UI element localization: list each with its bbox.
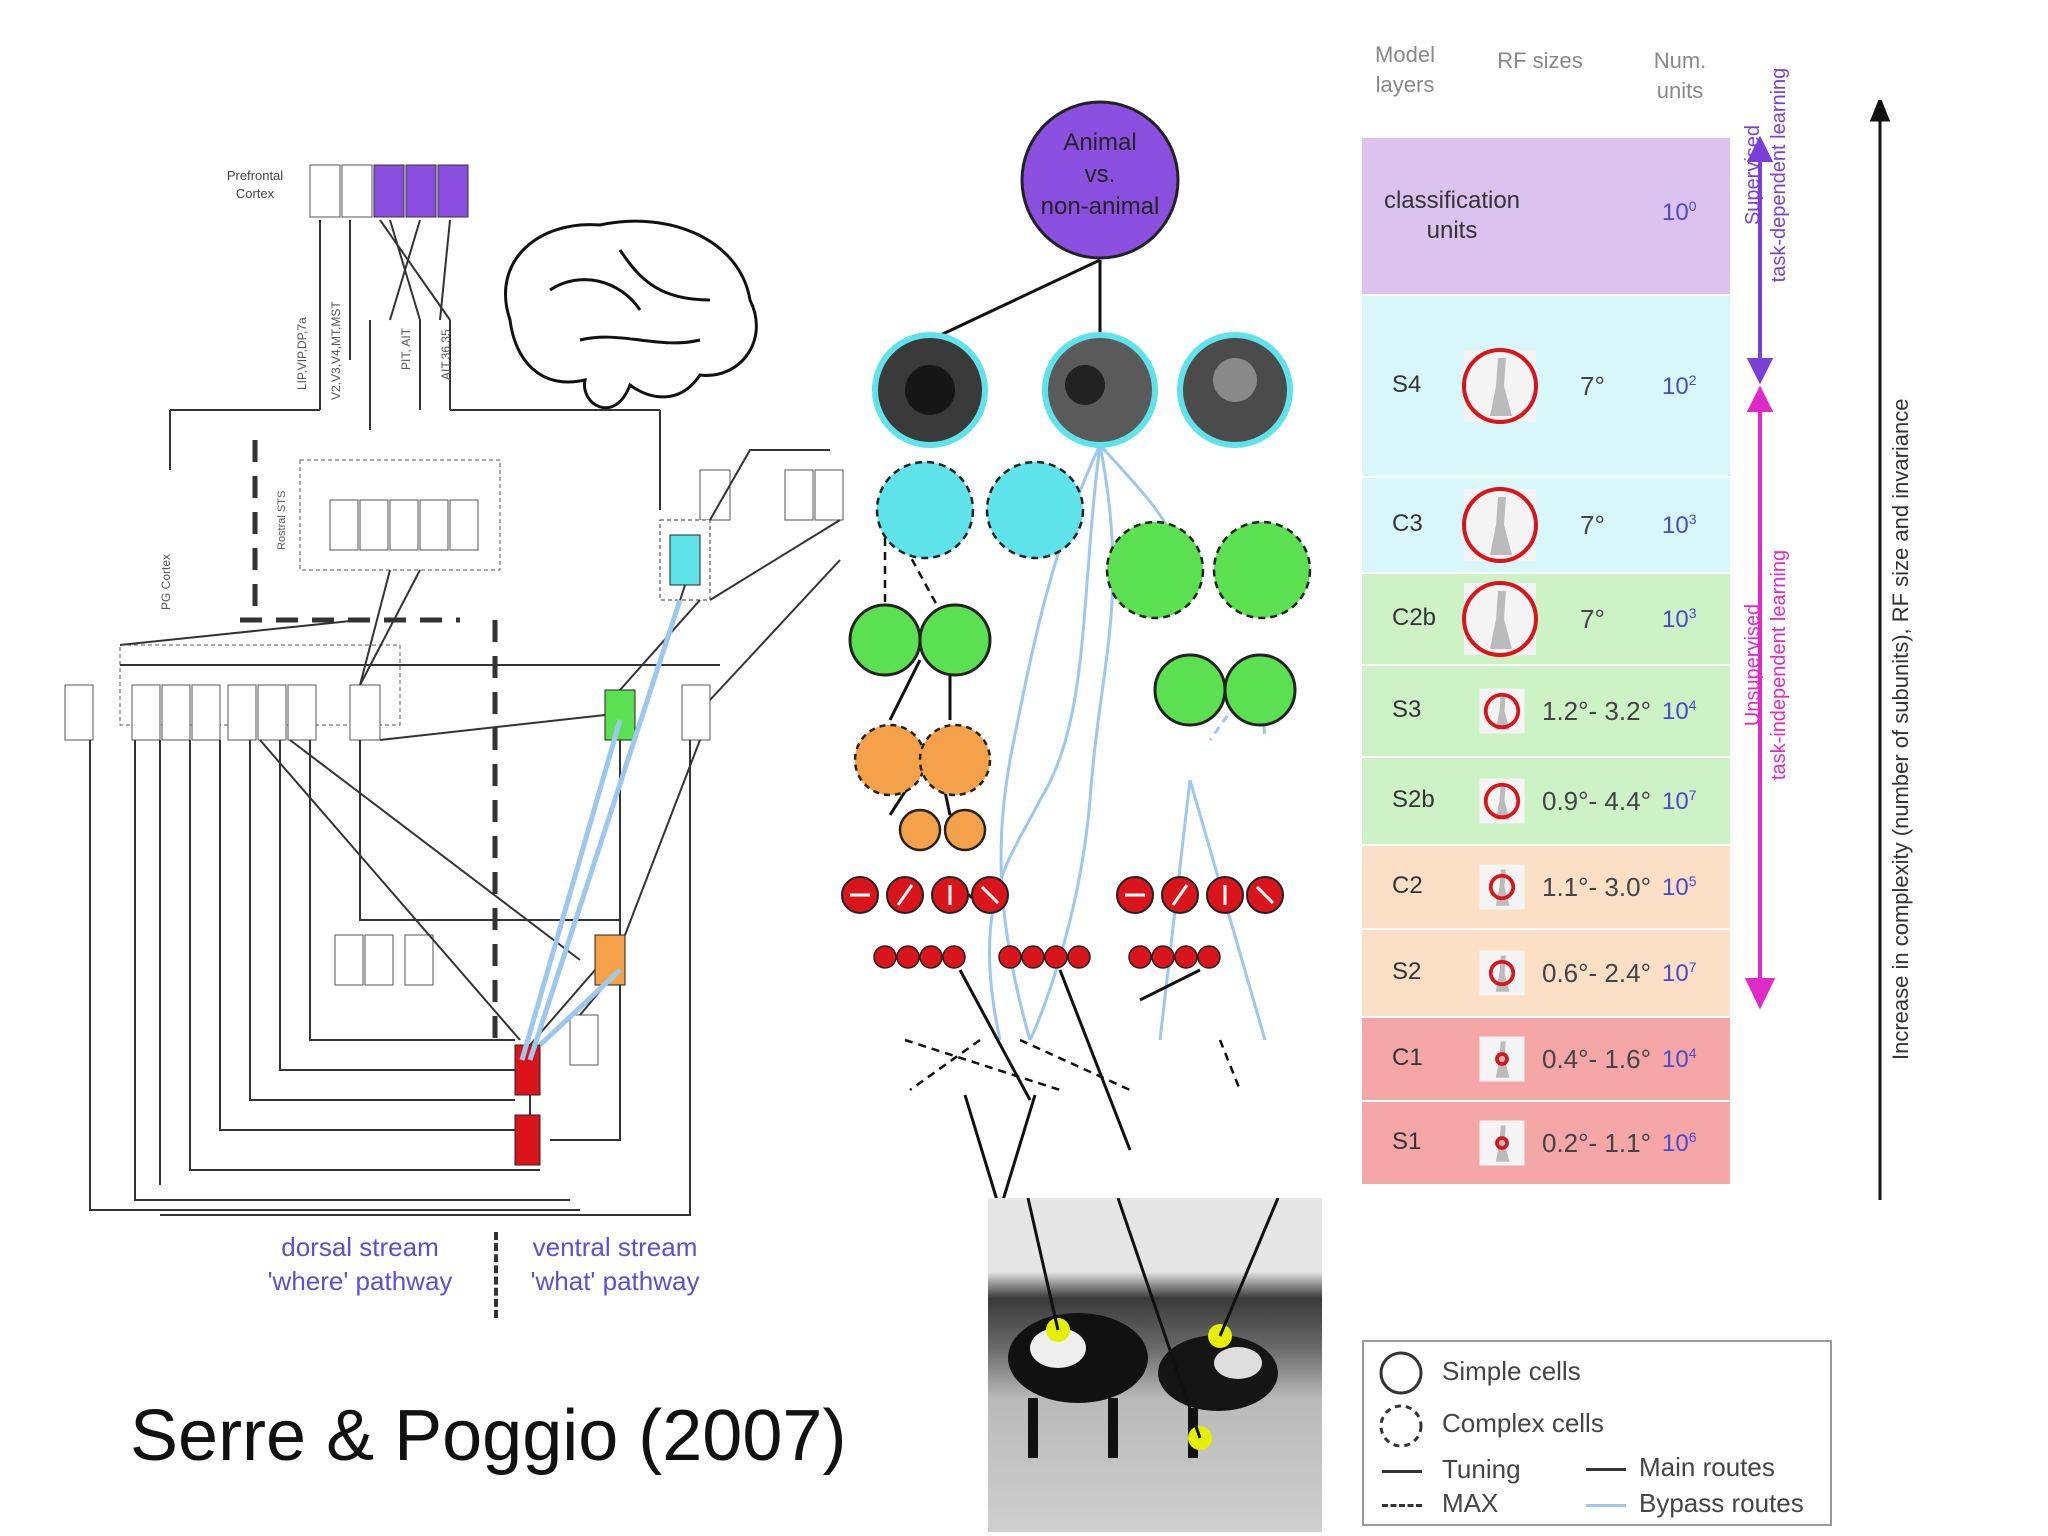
num-units: 107 (1662, 959, 1697, 987)
legend: Simple cells Complex cells Tuning MAX Ma… (1362, 1340, 1832, 1526)
s4-nodes (872, 332, 1293, 448)
layer-name: C1 (1392, 1044, 1423, 1071)
max-line-icon (1382, 1504, 1422, 1507)
row-c2: C2 1.1°- 3.0° 105 (1362, 846, 1730, 928)
tuning-line-icon (1382, 1470, 1422, 1473)
simple-cell-icon (1379, 1351, 1423, 1395)
layer-name: C2 (1392, 872, 1423, 899)
rf-size: 7° (1580, 510, 1605, 540)
increase-label: Increase in complexity (number of subuni… (1888, 398, 1913, 1060)
complex-cell-icon (1379, 1404, 1423, 1448)
label-pit: PIT, AIT (399, 327, 413, 370)
rf-icon (1479, 778, 1525, 824)
prefrontal-label: Prefrontal (227, 168, 283, 183)
row-classification: classification units 100 (1362, 138, 1730, 294)
svg-text:Cortex: Cortex (236, 186, 275, 201)
rf-icon (1479, 688, 1525, 734)
row-c2b: C2b 7° 103 (1362, 574, 1730, 664)
ventral-stream-label: ventral stream 'what' pathway (530, 1232, 700, 1296)
top-node-line2: vs. (1085, 161, 1116, 188)
unsupervised-label: Unsupervised task-independent learning (1742, 549, 1790, 781)
label-pg-cortex: PG Cortex (159, 554, 173, 610)
layer-name: S1 (1392, 1128, 1422, 1155)
row-c3: C3 7° 103 (1362, 478, 1730, 572)
layer-name: S3 (1392, 696, 1422, 723)
rf-icon (1462, 581, 1538, 657)
rf-size: 0.4°- 1.6° (1542, 1044, 1651, 1074)
supervised-label: Supervised task-dependent learning (1742, 67, 1790, 283)
header-model-layers: Model layers (1375, 42, 1435, 97)
rf-icon (1479, 950, 1525, 996)
brain-icon (504, 219, 758, 410)
row-s1: S1 0.2°- 1.1° 106 (1362, 1102, 1730, 1184)
header-rf-sizes: RF sizes (1497, 48, 1583, 73)
main-route-icon (1586, 1468, 1626, 1471)
top-node (1020, 100, 1180, 260)
layer-name: C2b (1392, 604, 1437, 631)
rf-size: 0.9°- 4.4° (1542, 786, 1651, 816)
legend-max: MAX (1442, 1488, 1499, 1518)
num-units: 102 (1662, 372, 1697, 400)
num-units: 107 (1662, 787, 1697, 815)
row-s3: S3 1.2°- 3.2° 104 (1362, 666, 1730, 756)
stream-divider (494, 1232, 502, 1318)
learning-arrows (1744, 100, 1891, 1200)
layer-name: S2b (1392, 786, 1435, 813)
row-s4: S4 7° 102 (1362, 296, 1730, 476)
row-s2: S2 0.6°- 2.4° 107 (1362, 930, 1730, 1016)
dorsal-stream-label: dorsal stream 'where' pathway (267, 1232, 453, 1296)
label-ait: AIT,36,35 (439, 329, 453, 380)
label-lip: LIP,VIP,DP,7a (295, 317, 309, 390)
legend-bypass: Bypass routes (1639, 1488, 1804, 1518)
layer-name: S2 (1392, 958, 1422, 985)
num-units: 104 (1662, 697, 1697, 725)
layer-name: C3 (1392, 510, 1423, 537)
legend-tuning: Tuning (1442, 1454, 1521, 1484)
rf-size: 1.1°- 3.0° (1542, 872, 1651, 902)
legend-complex: Complex cells (1442, 1408, 1604, 1438)
model-network-diagram: Animal vs. non-animal (841, 100, 1312, 1200)
legend-main: Main routes (1639, 1452, 1775, 1482)
rf-icon (1479, 864, 1525, 910)
row-c1: C1 0.4°- 1.6° 104 (1362, 1018, 1730, 1100)
rf-icon (1479, 1120, 1525, 1166)
header-num-units: Num. units (1653, 48, 1707, 103)
rf-icon (1462, 487, 1538, 563)
top-node-line3: non-animal (1041, 193, 1160, 220)
label-v2: V2,V3,V4,MT,MST (329, 301, 343, 400)
rf-size: 7° (1580, 371, 1605, 401)
num-units: 103 (1662, 605, 1697, 633)
layer-name: S4 (1392, 371, 1422, 398)
citation: Serre & Poggio (2007) (130, 1396, 847, 1476)
prefrontal-boxes (309, 164, 469, 218)
rf-size: 0.2°- 1.1° (1542, 1128, 1651, 1158)
brain-areas-diagram: Prefrontal Cortex (64, 164, 844, 1216)
num-units: 106 (1662, 1129, 1697, 1157)
rf-icon (1479, 1036, 1525, 1082)
label-rostral-sts: Rostral STS (276, 491, 288, 550)
input-cow-photo (988, 1198, 1322, 1532)
rf-size: 1.2°- 3.2° (1542, 696, 1651, 726)
rf-size: 0.6°- 2.4° (1542, 958, 1651, 988)
rf-size: 7° (1580, 604, 1605, 634)
num-units: 103 (1662, 511, 1697, 539)
bypass-route-icon (1586, 1504, 1626, 1507)
num-units: 105 (1662, 873, 1697, 901)
legend-simple: Simple cells (1442, 1356, 1581, 1386)
top-node-line1: Animal (1063, 129, 1136, 156)
num-units: 104 (1662, 1045, 1697, 1073)
rf-icon (1462, 348, 1538, 424)
row-s2b: S2b 0.9°- 4.4° 107 (1362, 758, 1730, 844)
